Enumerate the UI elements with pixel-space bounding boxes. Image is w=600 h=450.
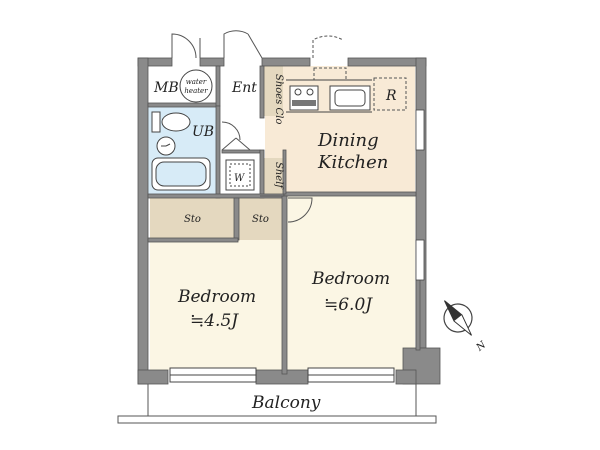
interior-walls bbox=[147, 65, 417, 375]
labels: MB water heater Ent Shoes Clo R UB W She… bbox=[153, 74, 397, 413]
shoes-closet-label: Shoes Clo bbox=[273, 74, 284, 124]
water-heater-label-1: water bbox=[186, 78, 207, 86]
storage-left-label: Sto bbox=[184, 214, 201, 225]
fixtures bbox=[151, 69, 407, 191]
washer-icon bbox=[225, 159, 255, 191]
unit-bath-label: UB bbox=[192, 124, 214, 140]
kitchen-label: Kitchen bbox=[317, 152, 388, 173]
bedroom-right-floor bbox=[287, 195, 415, 370]
shelf-label: Shelf bbox=[273, 162, 284, 190]
stove-icon bbox=[289, 85, 319, 111]
dining-label: Dining bbox=[317, 130, 379, 151]
bedroom-right-label: Bedroom bbox=[311, 269, 390, 289]
compass-icon bbox=[443, 300, 473, 336]
outer-walls bbox=[137, 57, 441, 385]
compass-north-label: N bbox=[474, 339, 489, 354]
windows bbox=[169, 109, 425, 383]
wash-basin-icon bbox=[156, 136, 176, 156]
shoes-closet-floor bbox=[263, 66, 283, 116]
washer-label: W bbox=[234, 173, 245, 184]
refrigerator-label: R bbox=[385, 88, 397, 104]
refrigerator-icon bbox=[373, 77, 407, 111]
shelf-floor bbox=[263, 158, 283, 194]
mb-label: MB bbox=[153, 80, 179, 96]
bedroom-left-floor bbox=[150, 240, 282, 370]
bedroom-right-size: ≒6.0J bbox=[324, 295, 373, 315]
bedroom-left-label: Bedroom bbox=[177, 287, 256, 307]
water-heater-icon bbox=[179, 69, 213, 103]
balcony-label: Balcony bbox=[251, 393, 321, 413]
storage-left-floor bbox=[150, 198, 234, 240]
toilet-icon bbox=[151, 111, 191, 133]
balcony bbox=[117, 384, 437, 424]
storage-right-floor bbox=[239, 198, 283, 240]
water-heater-label-2: heater bbox=[184, 87, 208, 95]
entrance-label: Ent bbox=[231, 80, 257, 96]
storage-right-label: Sto bbox=[252, 214, 269, 225]
bedroom-left-size: ≒4.5J bbox=[190, 311, 239, 331]
